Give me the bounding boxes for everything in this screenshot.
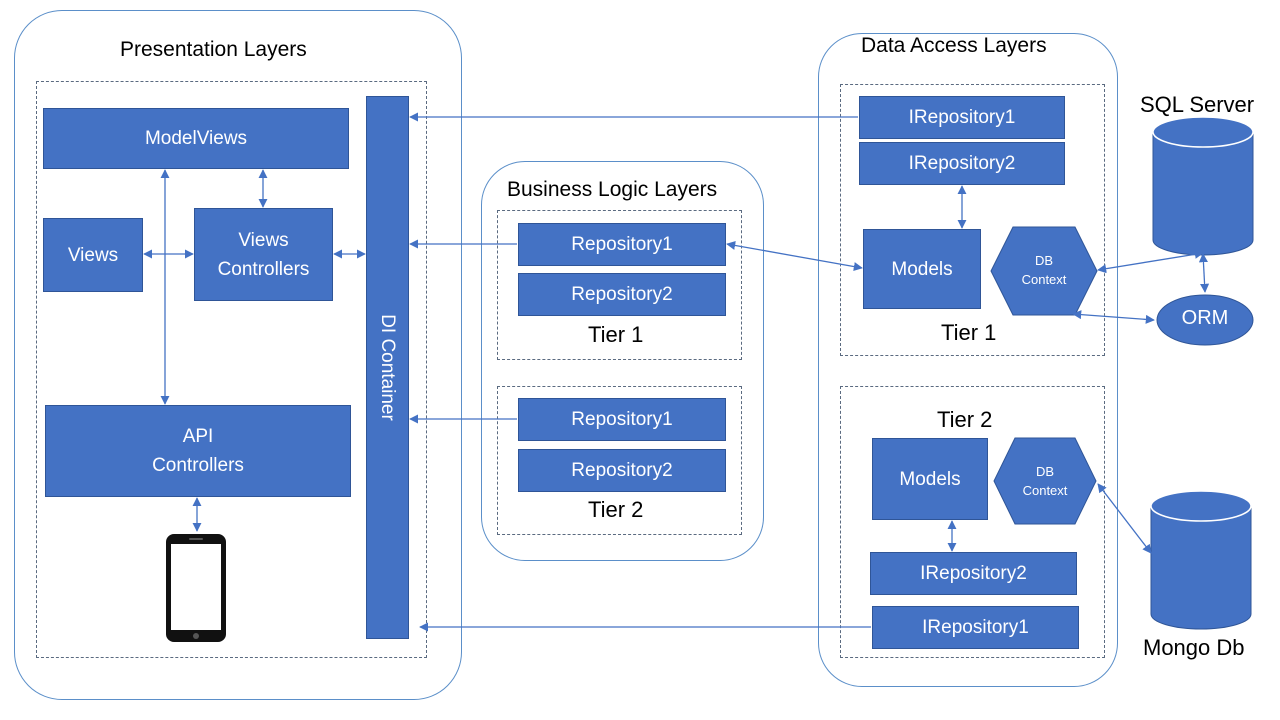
business-tier2-container (497, 386, 742, 535)
orm-label: ORM (1181, 307, 1229, 329)
business-tier1-repository2: Repository2 (518, 273, 726, 316)
business-logic-layers-title: Business Logic Layers (507, 178, 718, 201)
data-tier1-models: Models (863, 229, 981, 309)
data-tier1-container (840, 84, 1105, 356)
connector-dbcontext-orm (1072, 310, 1155, 324)
api-controllers-block: API Controllers (45, 405, 351, 497)
data-tier2-label: Tier 2 (937, 407, 993, 432)
model-views-block: ModelViews (43, 108, 349, 169)
connector-dbcontext-sqlserver (1097, 249, 1204, 274)
data-tier2-db-context-label: DB Context (1022, 464, 1068, 498)
orm-ellipse (1156, 294, 1254, 346)
business-tier2-repository1: Repository1 (518, 398, 726, 441)
connector-dbcontext-mongo (1097, 483, 1152, 554)
business-tier2-label: Tier 2 (588, 497, 644, 522)
business-tier1-repository1: Repository1 (518, 223, 726, 266)
data-tier1-label: Tier 1 (941, 320, 997, 345)
data-tier2-db-context-hexagon (993, 437, 1097, 525)
mongo-db-database-icon (1150, 490, 1252, 630)
views-block: Views (43, 218, 143, 292)
views-controllers-block: Views Controllers (194, 208, 333, 301)
sql-server-label: SQL Server (1140, 92, 1255, 117)
di-container-block: DI Container (366, 96, 409, 639)
data-tier2-irepository1: IRepository1 (872, 606, 1079, 649)
mongo-db-label: Mongo Db (1143, 635, 1245, 660)
sql-server-database-icon (1152, 116, 1254, 256)
mobile-phone-icon (166, 534, 226, 642)
presentation-container (36, 81, 427, 658)
data-tier1-irepository2: IRepository2 (859, 142, 1065, 185)
data-tier1-irepository1: IRepository1 (859, 96, 1065, 139)
views-controllers-label: Views Controllers (217, 229, 310, 280)
business-tier1-label: Tier 1 (588, 322, 644, 347)
business-tier1-container (497, 210, 742, 360)
data-access-layers-title: Data Access Layers (861, 34, 1047, 57)
business-tier2-repository2: Repository2 (518, 449, 726, 492)
presentation-layers-title: Presentation Layers (120, 38, 307, 61)
data-tier2-irepository2: IRepository2 (870, 552, 1077, 595)
api-controllers-label: API Controllers (152, 426, 244, 476)
data-tier1-db-context-label: DB Context (1021, 253, 1067, 287)
data-tier2-models: Models (872, 438, 988, 520)
connector-sqlserver-orm (1198, 253, 1210, 293)
connector-repo1-models (726, 240, 863, 272)
